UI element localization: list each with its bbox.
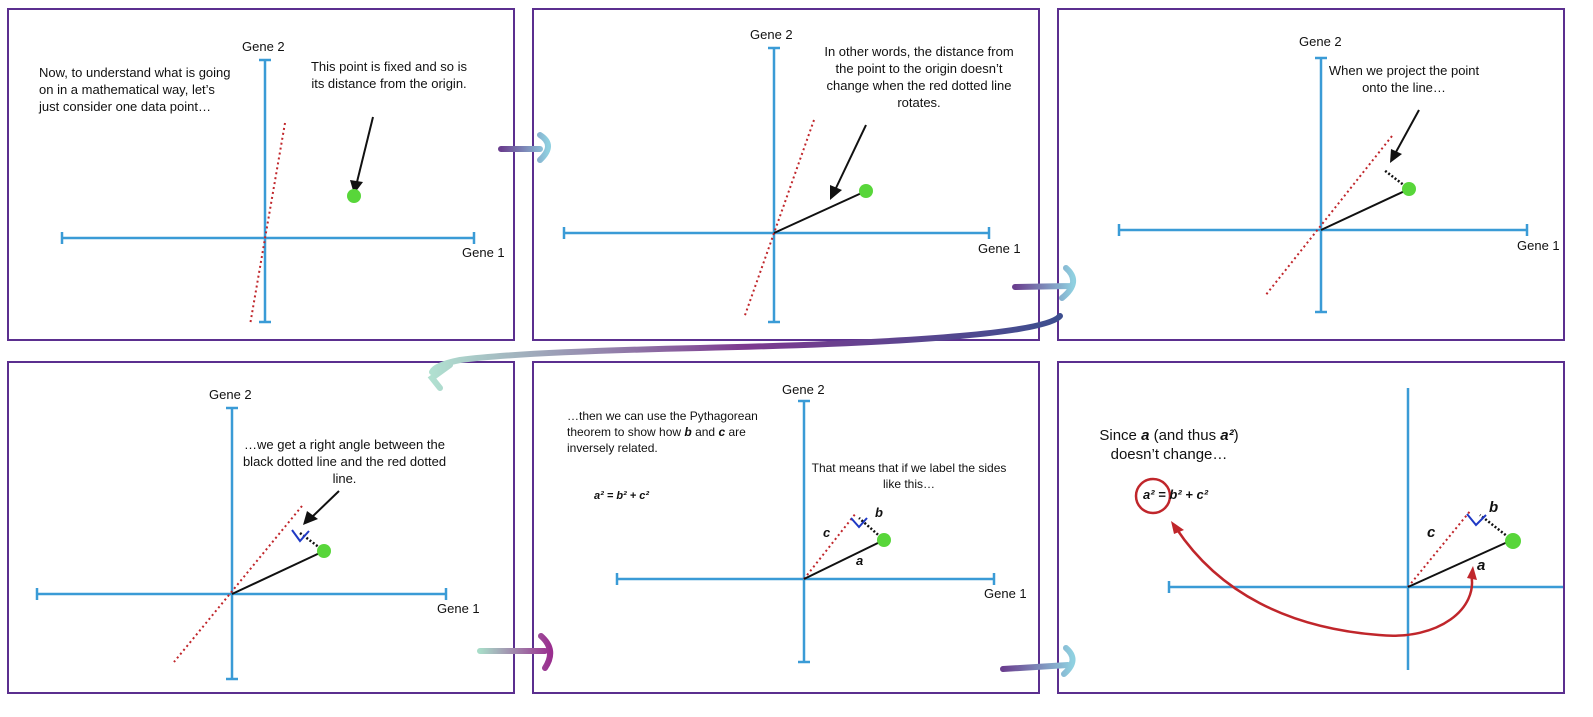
data-point [859, 184, 873, 198]
y-axis-label: Gene 2 [1299, 34, 1342, 49]
red-dotted-line [249, 122, 286, 326]
panel-1-diagram [60, 58, 476, 326]
equation: a² = b² + c² [594, 490, 650, 502]
equation: a² = b² + c² [1143, 487, 1208, 502]
red-dotted-line [803, 512, 857, 580]
panel-6: Since a (and thus a²) doesn’t change… a²… [1057, 361, 1565, 694]
red-dotted-line [1407, 509, 1472, 588]
caption-left: Now, to understand what is going on in a… [39, 65, 231, 114]
panel-4-diagram [35, 406, 448, 681]
panel-2: Gene 2 Gene 1 In other words, the distan… [532, 8, 1040, 341]
pointer-arrow [356, 116, 374, 183]
y-axis-label: Gene 2 [209, 387, 252, 402]
pointer-arrowhead [1390, 149, 1402, 163]
distance-line [231, 550, 325, 595]
caption-a2: a² [1220, 427, 1234, 444]
distance-line [1320, 188, 1410, 231]
caption-post: ) doesn’t change… [1110, 427, 1239, 463]
red-dotted-line [173, 505, 303, 663]
side-label-a: a [1477, 557, 1486, 574]
x-axis-label: Gene 1 [984, 586, 1027, 601]
caption-left-post: are inversely related. [567, 425, 746, 455]
x-axis-label: Gene 1 [462, 245, 505, 260]
red-arrowhead-right [1467, 566, 1477, 580]
data-point [347, 189, 361, 203]
equation-circled-term: a² [1143, 487, 1155, 502]
y-axis-label: Gene 2 [750, 27, 793, 42]
caption-right: That means that if we label the sides li… [811, 461, 1007, 491]
red-arrowhead-left [1171, 521, 1184, 534]
pointer-arrow [835, 124, 867, 189]
caption-left-c: c [718, 425, 726, 439]
red-curved-arrow [1174, 527, 1474, 637]
panel-5: Gene 2 Gene 1 …then we can use the Pytha… [532, 361, 1040, 694]
caption-right: This point is fixed and so is its distan… [310, 59, 468, 91]
y-axis-label: Gene 2 [242, 39, 285, 54]
side-label-a: a [856, 553, 864, 568]
x-axis-label: Gene 1 [1517, 238, 1560, 253]
caption-pre: Since [1099, 427, 1142, 444]
side-label-b: b [875, 505, 883, 520]
data-point [877, 533, 891, 547]
red-dotted-line [743, 119, 815, 319]
data-point [317, 544, 331, 558]
y-axis-label: Gene 2 [782, 382, 825, 397]
panel-4: Gene 2 Gene 1 …we get a right angle betw… [7, 361, 515, 694]
caption: Since a (and thus a²) doesn’t change… [1074, 426, 1264, 464]
caption-left-pre: …then we can use the Pythagorean theorem… [567, 409, 758, 439]
panel-6-diagram [1134, 388, 1563, 670]
side-label-c: c [1427, 524, 1436, 541]
panel-3: Gene 2 Gene 1 When we project the point … [1057, 8, 1565, 341]
equation-rest: = b² + c² [1154, 487, 1209, 502]
distance-line [1407, 539, 1513, 588]
equation-highlight-circle [1134, 477, 1172, 515]
panel-2-diagram [562, 46, 991, 324]
pointer-arrow [311, 490, 340, 518]
pointer-arrowhead [303, 511, 318, 525]
caption-left-mid: and [691, 425, 719, 439]
panel-5-diagram [615, 399, 996, 664]
data-point [1402, 182, 1416, 196]
pointer-arrowhead [830, 185, 842, 200]
caption: In other words, the distance from the po… [824, 44, 1014, 110]
projection-dotted-line [1479, 514, 1513, 541]
right-angle-marker [850, 517, 868, 529]
panel-1: Gene 2 Gene 1 Now, to understand what is… [7, 8, 515, 341]
x-axis-label: Gene 1 [978, 241, 1021, 256]
data-point [1505, 533, 1521, 549]
side-label-b: b [1489, 499, 1499, 516]
caption-a: a [1141, 427, 1150, 444]
caption-left-b: b [684, 425, 692, 439]
distance-line [803, 539, 885, 580]
right-angle-marker [1466, 513, 1487, 527]
x-axis-label: Gene 1 [437, 601, 480, 616]
red-dotted-line [1264, 135, 1393, 297]
caption-mid: (and thus [1149, 427, 1221, 444]
caption-left: …then we can use the Pythagorean theorem… [567, 408, 767, 456]
caption: When we project the point onto the line… [1328, 63, 1480, 95]
right-angle-marker [291, 529, 310, 543]
pointer-arrow [1395, 109, 1420, 153]
side-label-c: c [823, 525, 831, 540]
distance-line [773, 190, 867, 234]
caption: …we get a right angle between the black … [242, 437, 447, 486]
panel-3-diagram [1117, 56, 1529, 314]
